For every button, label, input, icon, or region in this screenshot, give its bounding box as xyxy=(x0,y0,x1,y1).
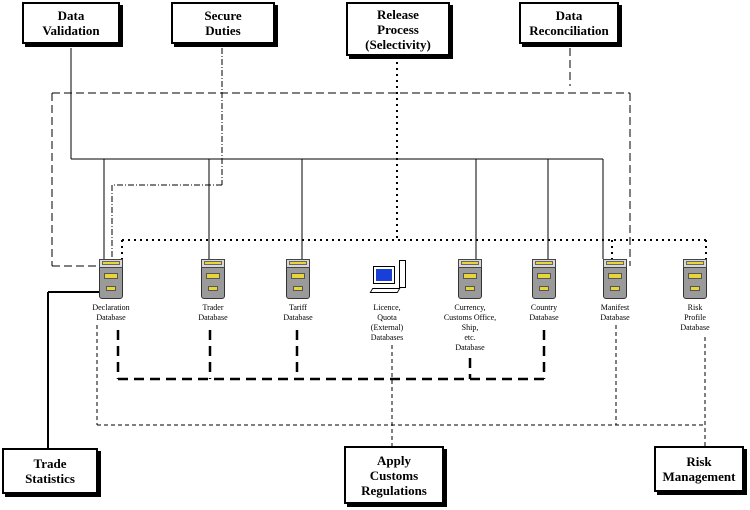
trader-database-icon xyxy=(201,259,225,299)
apply-customs-regulations-box: Apply Customs Regulations xyxy=(344,446,444,504)
release-process-bus xyxy=(121,56,707,259)
computer-icon xyxy=(369,260,407,298)
country-database-label: Country Database xyxy=(529,303,559,322)
secure-duties-link xyxy=(111,48,223,259)
data-validation-box: Data Validation xyxy=(22,2,120,44)
manifest-database-icon xyxy=(603,259,627,299)
customs-regulations-bus xyxy=(116,330,546,381)
tariff-database-icon xyxy=(286,259,310,299)
risk-profile-database-label: Risk Profile Database xyxy=(680,303,710,332)
trade-statistics-link xyxy=(47,291,99,448)
data-reconciliation-loop xyxy=(51,48,631,267)
currency-database-icon xyxy=(458,259,482,299)
risk-management-box: Risk Management xyxy=(654,446,744,492)
trader-database-label: Trader Database xyxy=(198,303,228,322)
secure-duties-box: Secure Duties xyxy=(171,2,275,44)
country-database-icon xyxy=(532,259,556,299)
currency-database-label: Currency, Customs Office, Ship, etc. Dat… xyxy=(443,303,497,352)
manifest-database-label: Manifest Database xyxy=(600,303,630,322)
risk-profile-database-icon xyxy=(683,259,707,299)
trade-statistics-box: Trade Statistics xyxy=(2,448,98,494)
declaration-database-label: Declaration Database xyxy=(92,303,130,322)
release-process-box: Release Process (Selectivity) xyxy=(346,2,450,56)
data-reconciliation-box: Data Reconciliation xyxy=(519,2,619,44)
licence-quota-database-label: Licence, Quota (External) Databases xyxy=(370,303,404,342)
risk-management-bus xyxy=(96,325,706,446)
tariff-database-label: Tariff Database xyxy=(283,303,313,322)
declaration-database-icon xyxy=(99,259,123,299)
data-validation-bus xyxy=(70,48,604,259)
